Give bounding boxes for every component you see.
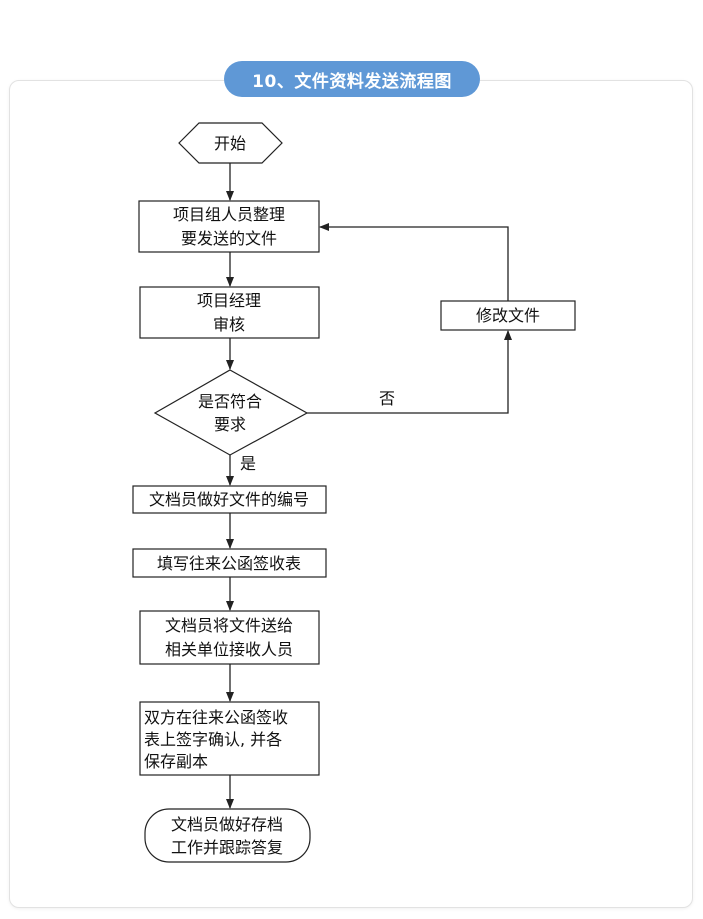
numbering-label: 文档员做好文件的编号 [149, 490, 309, 509]
start-node: 开始 [178, 122, 283, 164]
decision-node: 是否符合 要求 [153, 369, 309, 456]
prepare-node: 项目组人员整理 要发送的文件 [138, 200, 320, 253]
no-label: 否 [379, 389, 395, 408]
content-card [9, 80, 693, 908]
sign-label-line1: 双方在往来公函签收 [144, 708, 288, 727]
modify-label: 修改文件 [476, 306, 540, 325]
deliver-label-line1: 文档员将文件送给 [165, 616, 293, 635]
modify-node: 修改文件 [440, 300, 576, 331]
numbering-node: 文档员做好文件的编号 [132, 485, 327, 514]
sign-node: 双方在往来公函签收 表上签字确认, 并各 保存副本 [139, 701, 320, 776]
arrow-modify-to-prepare [319, 223, 509, 301]
sign-label-line2: 表上签字确认, 并各 [144, 730, 282, 749]
fill-form-label: 填写往来公函签收表 [157, 554, 301, 573]
archive-label-line2: 工作并跟踪答复 [171, 838, 283, 857]
review-label-line1: 项目经理 [197, 291, 261, 310]
archive-node: 文档员做好存档 工作并跟踪答复 [144, 808, 311, 863]
archive-label-line1: 文档员做好存档 [171, 815, 283, 834]
sign-label-line3: 保存副本 [144, 752, 208, 771]
decision-label-line1: 是否符合 [198, 392, 262, 411]
arrow-decision-to-modify [307, 330, 512, 414]
prepare-label-line1: 项目组人员整理 [173, 205, 285, 224]
prepare-label-line2: 要发送的文件 [181, 229, 277, 248]
decision-label-line2: 要求 [214, 415, 246, 434]
deliver-label-line2: 相关单位接收人员 [165, 640, 293, 659]
yes-label: 是 [240, 454, 256, 473]
start-label: 开始 [214, 134, 246, 153]
deliver-node: 文档员将文件送给 相关单位接收人员 [139, 610, 320, 665]
fill-form-node: 填写往来公函签收表 [132, 548, 327, 578]
review-node: 项目经理 审核 [139, 286, 320, 339]
page-title: 10、文件资料发送流程图 [224, 61, 480, 97]
review-label-line2: 审核 [213, 315, 245, 334]
